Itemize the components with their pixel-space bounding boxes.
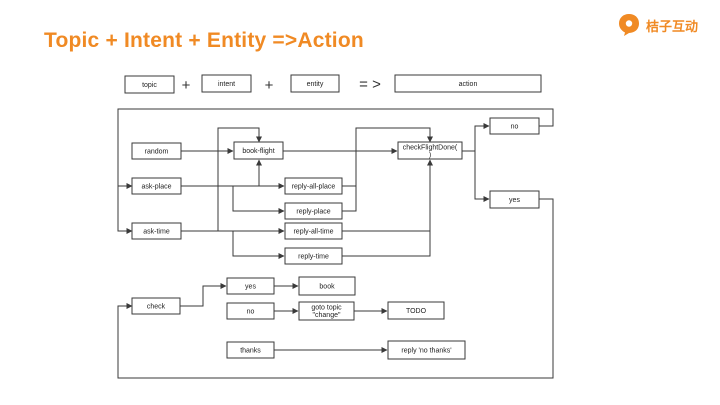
node-check: check <box>131 297 181 315</box>
node-ask-place: ask-place <box>131 177 182 195</box>
node-reply-all-place: reply-all-place <box>284 177 343 195</box>
node-thanks-label: thanks <box>240 348 261 355</box>
check-to-yes <box>180 283 227 307</box>
yes-loop-to-check <box>117 198 554 379</box>
node-no-check: no <box>226 302 275 320</box>
node-goto-topic: goto topic "change" <box>298 301 355 321</box>
check-done-to-no <box>462 123 490 152</box>
brand-logo: 桔子互动 <box>618 12 698 38</box>
node-reply-place-label: reply-place <box>296 209 330 216</box>
node-reply-all-time-label: reply-all-time <box>293 229 333 236</box>
flow-connectors <box>117 108 554 379</box>
chat-bubble-icon <box>619 14 639 36</box>
formula-intent-label: intent <box>218 81 235 88</box>
node-yes-top-label: yes <box>509 197 520 204</box>
formula-action-box: action <box>394 74 542 93</box>
node-check-flight-done: checkFlightDone( ) <box>397 141 463 160</box>
node-yes-check-label: yes <box>245 284 256 291</box>
formula-action-label: action <box>459 81 478 88</box>
node-reply-no-thanks-label: reply 'no thanks' <box>401 348 451 355</box>
node-random-label: random <box>145 149 169 156</box>
formula-topic-label: topic <box>142 82 157 89</box>
node-book: book <box>298 276 356 296</box>
formula-topic-box: topic <box>124 75 175 94</box>
ask-time-to-reply-time <box>232 231 285 259</box>
reply-place-to-check-done <box>342 127 433 212</box>
node-todo-label: TODO <box>406 308 427 315</box>
node-goto-topic-label-2: "change" <box>313 312 341 319</box>
node-reply-no-thanks: reply 'no thanks' <box>387 340 466 360</box>
loop-to-ask-place <box>117 108 554 189</box>
node-book-flight-label: book-flight <box>242 148 274 155</box>
ask-place-to-reply-place <box>232 186 285 214</box>
node-no-top: no <box>489 117 540 135</box>
node-ask-place-label: ask-place <box>142 184 172 191</box>
node-yes-top: yes <box>489 190 540 209</box>
node-goto-topic-label-1: goto topic <box>311 305 342 312</box>
slide-title: Topic + Intent + Entity =>Action <box>44 29 364 52</box>
formula-arrow: = > <box>359 76 381 93</box>
node-ask-time-label: ask-time <box>143 229 170 236</box>
ask-time-up-to-book-flight <box>217 127 262 231</box>
formula-plus-2: + <box>265 77 274 94</box>
node-ask-time: ask-time <box>131 222 182 240</box>
node-reply-time: reply-time <box>284 247 343 265</box>
formula-entity-box: entity <box>290 74 340 93</box>
node-reply-all-place-label: reply-all-place <box>292 184 336 191</box>
loop-to-ask-time <box>117 186 133 234</box>
formula-entity-label: entity <box>307 81 324 88</box>
check-done-to-yes <box>474 151 490 202</box>
node-book-label: book <box>319 284 335 291</box>
node-yes-check: yes <box>226 277 275 295</box>
node-check-flight-done-label-1: checkFlightDone( <box>403 145 458 152</box>
node-todo: TODO <box>387 301 445 320</box>
node-thanks: thanks <box>226 341 275 359</box>
node-book-flight: book-flight <box>233 141 284 160</box>
node-check-flight-done-label-2: ) <box>429 152 431 159</box>
formula-intent-box: intent <box>201 74 252 93</box>
node-no-top-label: no <box>511 124 519 131</box>
node-check-label: check <box>147 304 166 311</box>
node-reply-place: reply-place <box>284 202 343 220</box>
formula-plus-1: + <box>182 77 191 94</box>
node-random: random <box>131 142 182 160</box>
node-reply-time-label: reply-time <box>298 254 329 261</box>
logo-text: 桔子互动 <box>646 18 699 34</box>
node-no-check-label: no <box>247 309 255 316</box>
reply-time-to-check-done <box>342 159 433 257</box>
node-reply-all-time: reply-all-time <box>284 222 343 240</box>
